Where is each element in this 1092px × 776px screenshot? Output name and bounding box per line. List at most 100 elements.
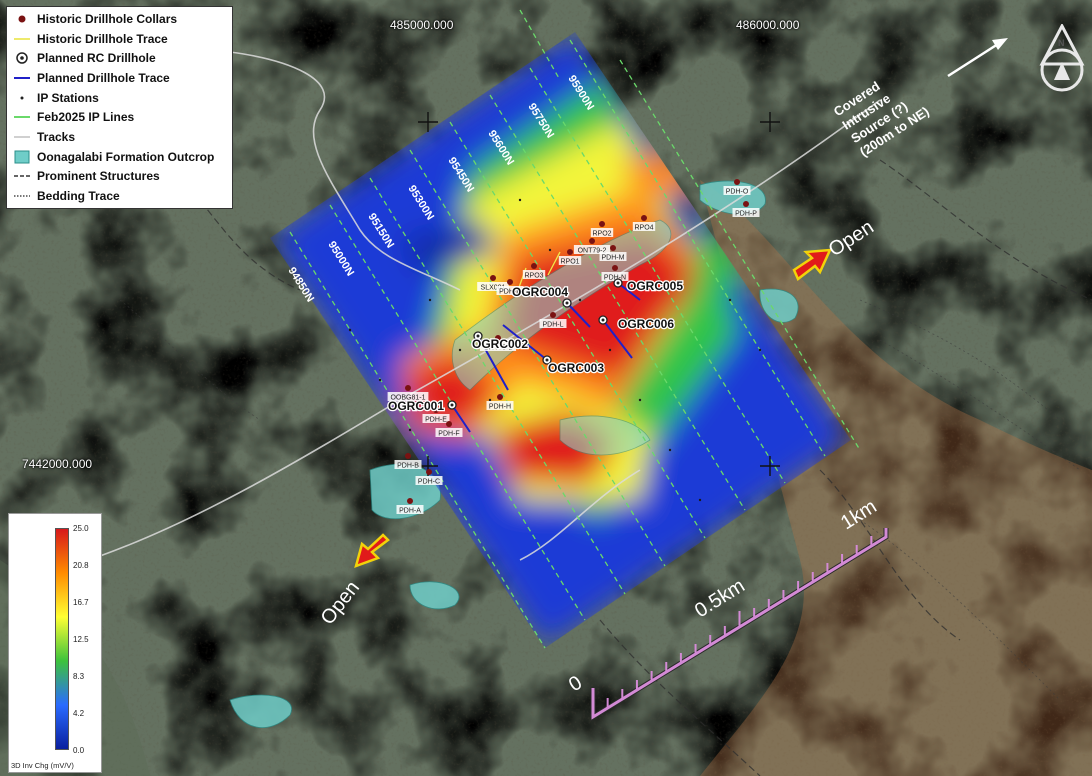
svg-text:PDH-H: PDH-H bbox=[489, 404, 511, 411]
legend-row-ip-stations: IP Stations bbox=[13, 88, 232, 108]
historic-collar: PDH-A bbox=[396, 498, 424, 515]
legend-label: Historic Drillhole Trace bbox=[37, 31, 168, 46]
svg-text:OGRC006: OGRC006 bbox=[618, 317, 674, 331]
colorbar-gradient bbox=[55, 528, 69, 750]
svg-text:PDH-E: PDH-E bbox=[425, 417, 447, 424]
svg-text:OGRC005: OGRC005 bbox=[627, 279, 683, 293]
ip-stations bbox=[348, 198, 762, 502]
svg-text:SLX001: SLX001 bbox=[481, 285, 506, 292]
legend-row-tracks: Tracks bbox=[13, 127, 232, 147]
svg-text:OGRC004: OGRC004 bbox=[512, 285, 568, 299]
historic-collar: PDH-B bbox=[394, 453, 422, 470]
tracks bbox=[99, 51, 881, 561]
legend-label: Planned Drillhole Trace bbox=[37, 70, 170, 85]
green-line-icon bbox=[13, 110, 31, 124]
colorbar-tick: 16.7 bbox=[73, 598, 89, 607]
svg-text:PDH-M: PDH-M bbox=[602, 255, 625, 262]
svg-text:PDH-K: PDH-K bbox=[499, 289, 521, 296]
colorbar-tick: 12.5 bbox=[73, 635, 89, 644]
svg-text:PDH-L: PDH-L bbox=[542, 322, 563, 329]
legend-row-historic-collars: Historic Drillhole Collars bbox=[13, 9, 232, 29]
legend-row-outcrop: Oonagalabi Formation Outcrop bbox=[13, 147, 232, 167]
legend-row-structures: Prominent Structures bbox=[13, 167, 232, 187]
legend-label: Tracks bbox=[37, 129, 76, 144]
legend-label: Feb2025 IP Lines bbox=[37, 110, 135, 125]
colorbar-title: 3D Inv Chg (mV/V) bbox=[11, 761, 74, 770]
colorbar-tick: 0.0 bbox=[73, 746, 85, 755]
historic-drillhole-collars: RPO2RPO4ONT79-2PDH-MRPO1PDH-NSLX001RPO3P… bbox=[387, 179, 760, 515]
small-dot-icon bbox=[13, 91, 31, 105]
historic-collar: PDH-E bbox=[422, 407, 450, 424]
ring-dot-icon bbox=[13, 51, 31, 65]
legend-row-planned-trace: Planned Drillhole Trace bbox=[13, 68, 232, 88]
historic-collar: PDH-H bbox=[486, 394, 514, 411]
light-line-icon bbox=[13, 130, 31, 144]
historic-collar: PDH-N bbox=[601, 265, 629, 282]
historic-collar: RPO3 bbox=[522, 263, 546, 280]
prominent-structures bbox=[169, 159, 1092, 776]
svg-text:OGRC002: OGRC002 bbox=[472, 337, 528, 351]
historic-collar: RPO2 bbox=[590, 221, 614, 238]
historic-collar: OOBG81-1 bbox=[387, 385, 429, 402]
dark-red-dot-icon bbox=[13, 12, 31, 26]
planned-rc-collar: OGRC003 bbox=[542, 355, 606, 376]
svg-text:PDH-B: PDH-B bbox=[397, 463, 419, 470]
historic-collar: PDH-P bbox=[732, 201, 760, 218]
svg-text:PDH-N: PDH-N bbox=[604, 275, 626, 282]
bedding-trace bbox=[119, 299, 1081, 701]
svg-text:OGRC001: OGRC001 bbox=[388, 399, 444, 413]
svg-text:ONT79-1: ONT79-1 bbox=[484, 345, 513, 352]
historic-collar: SLX001 bbox=[477, 275, 509, 292]
planned-rc-collar: OGRC001 bbox=[387, 398, 457, 414]
svg-text:PDH-A: PDH-A bbox=[399, 508, 421, 515]
legend-row-planned-rc: Planned RC Drillhole bbox=[13, 48, 232, 68]
northing-label: 7442000.000 bbox=[22, 457, 93, 471]
legend-label: Bedding Trace bbox=[37, 189, 120, 204]
svg-text:ONT79-2: ONT79-2 bbox=[578, 248, 607, 255]
historic-collar: RPO1 bbox=[558, 249, 582, 266]
legend-label: IP Stations bbox=[37, 90, 99, 105]
svg-text:PDH-P: PDH-P bbox=[735, 211, 757, 218]
north-letter: N bbox=[1058, 38, 1065, 48]
historic-collar: PDH-K bbox=[496, 279, 524, 296]
easting-label-1: 485000.000 bbox=[390, 18, 454, 32]
colorbar-tick: 20.8 bbox=[73, 561, 89, 570]
svg-text:PDH-F: PDH-F bbox=[438, 431, 459, 438]
north-arrow-icon: N bbox=[1039, 24, 1085, 92]
legend-row-ip-lines: Feb2025 IP Lines bbox=[13, 107, 232, 127]
blue-line-icon bbox=[13, 71, 31, 85]
map-legend: Historic Drillhole Collars Historic Dril… bbox=[6, 6, 233, 209]
yellow-line-icon bbox=[13, 32, 31, 46]
historic-collar: RPO4 bbox=[632, 215, 656, 232]
historic-collar: ONT79-1 bbox=[479, 335, 517, 352]
legend-label: Prominent Structures bbox=[37, 169, 160, 184]
colorbar-tick: 8.3 bbox=[73, 672, 85, 681]
planned-rc-collar: OGRC002 bbox=[471, 331, 530, 352]
historic-collar: PDH-L bbox=[539, 312, 567, 329]
planned-rc-collar: OGRC006 bbox=[598, 315, 676, 332]
svg-text:RPO4: RPO4 bbox=[634, 225, 653, 232]
historic-collar: PDH-C bbox=[415, 469, 443, 486]
historic-collar: PDH-F bbox=[435, 421, 463, 438]
legend-label: Historic Drillhole Collars bbox=[37, 11, 178, 26]
planned-rc-collar: OGRC005 bbox=[613, 278, 685, 294]
svg-text:RPO3: RPO3 bbox=[524, 273, 543, 280]
svg-text:PDH-C: PDH-C bbox=[418, 479, 440, 486]
svg-text:OGRC003: OGRC003 bbox=[548, 361, 604, 375]
cyan-box-icon bbox=[13, 150, 31, 164]
planned-drillhole-traces bbox=[451, 282, 641, 433]
historic-collar: PDH-M bbox=[599, 245, 627, 262]
legend-row-historic-trace: Historic Drillhole Trace bbox=[13, 29, 232, 49]
planned-rc-collar: OGRC004 bbox=[511, 284, 572, 308]
svg-text:PDH-O: PDH-O bbox=[726, 189, 749, 196]
ne-direction-arrow bbox=[947, 38, 1008, 78]
historic-collar: PDH-O bbox=[723, 179, 751, 196]
legend-label: Oonagalabi Formation Outcrop bbox=[37, 149, 215, 164]
colorbar-tick: 25.0 bbox=[73, 524, 89, 533]
svg-text:RPO1: RPO1 bbox=[560, 259, 579, 266]
historic-collar: ONT79-2 bbox=[573, 238, 611, 255]
legend-label: Planned RC Drillhole bbox=[37, 51, 156, 66]
